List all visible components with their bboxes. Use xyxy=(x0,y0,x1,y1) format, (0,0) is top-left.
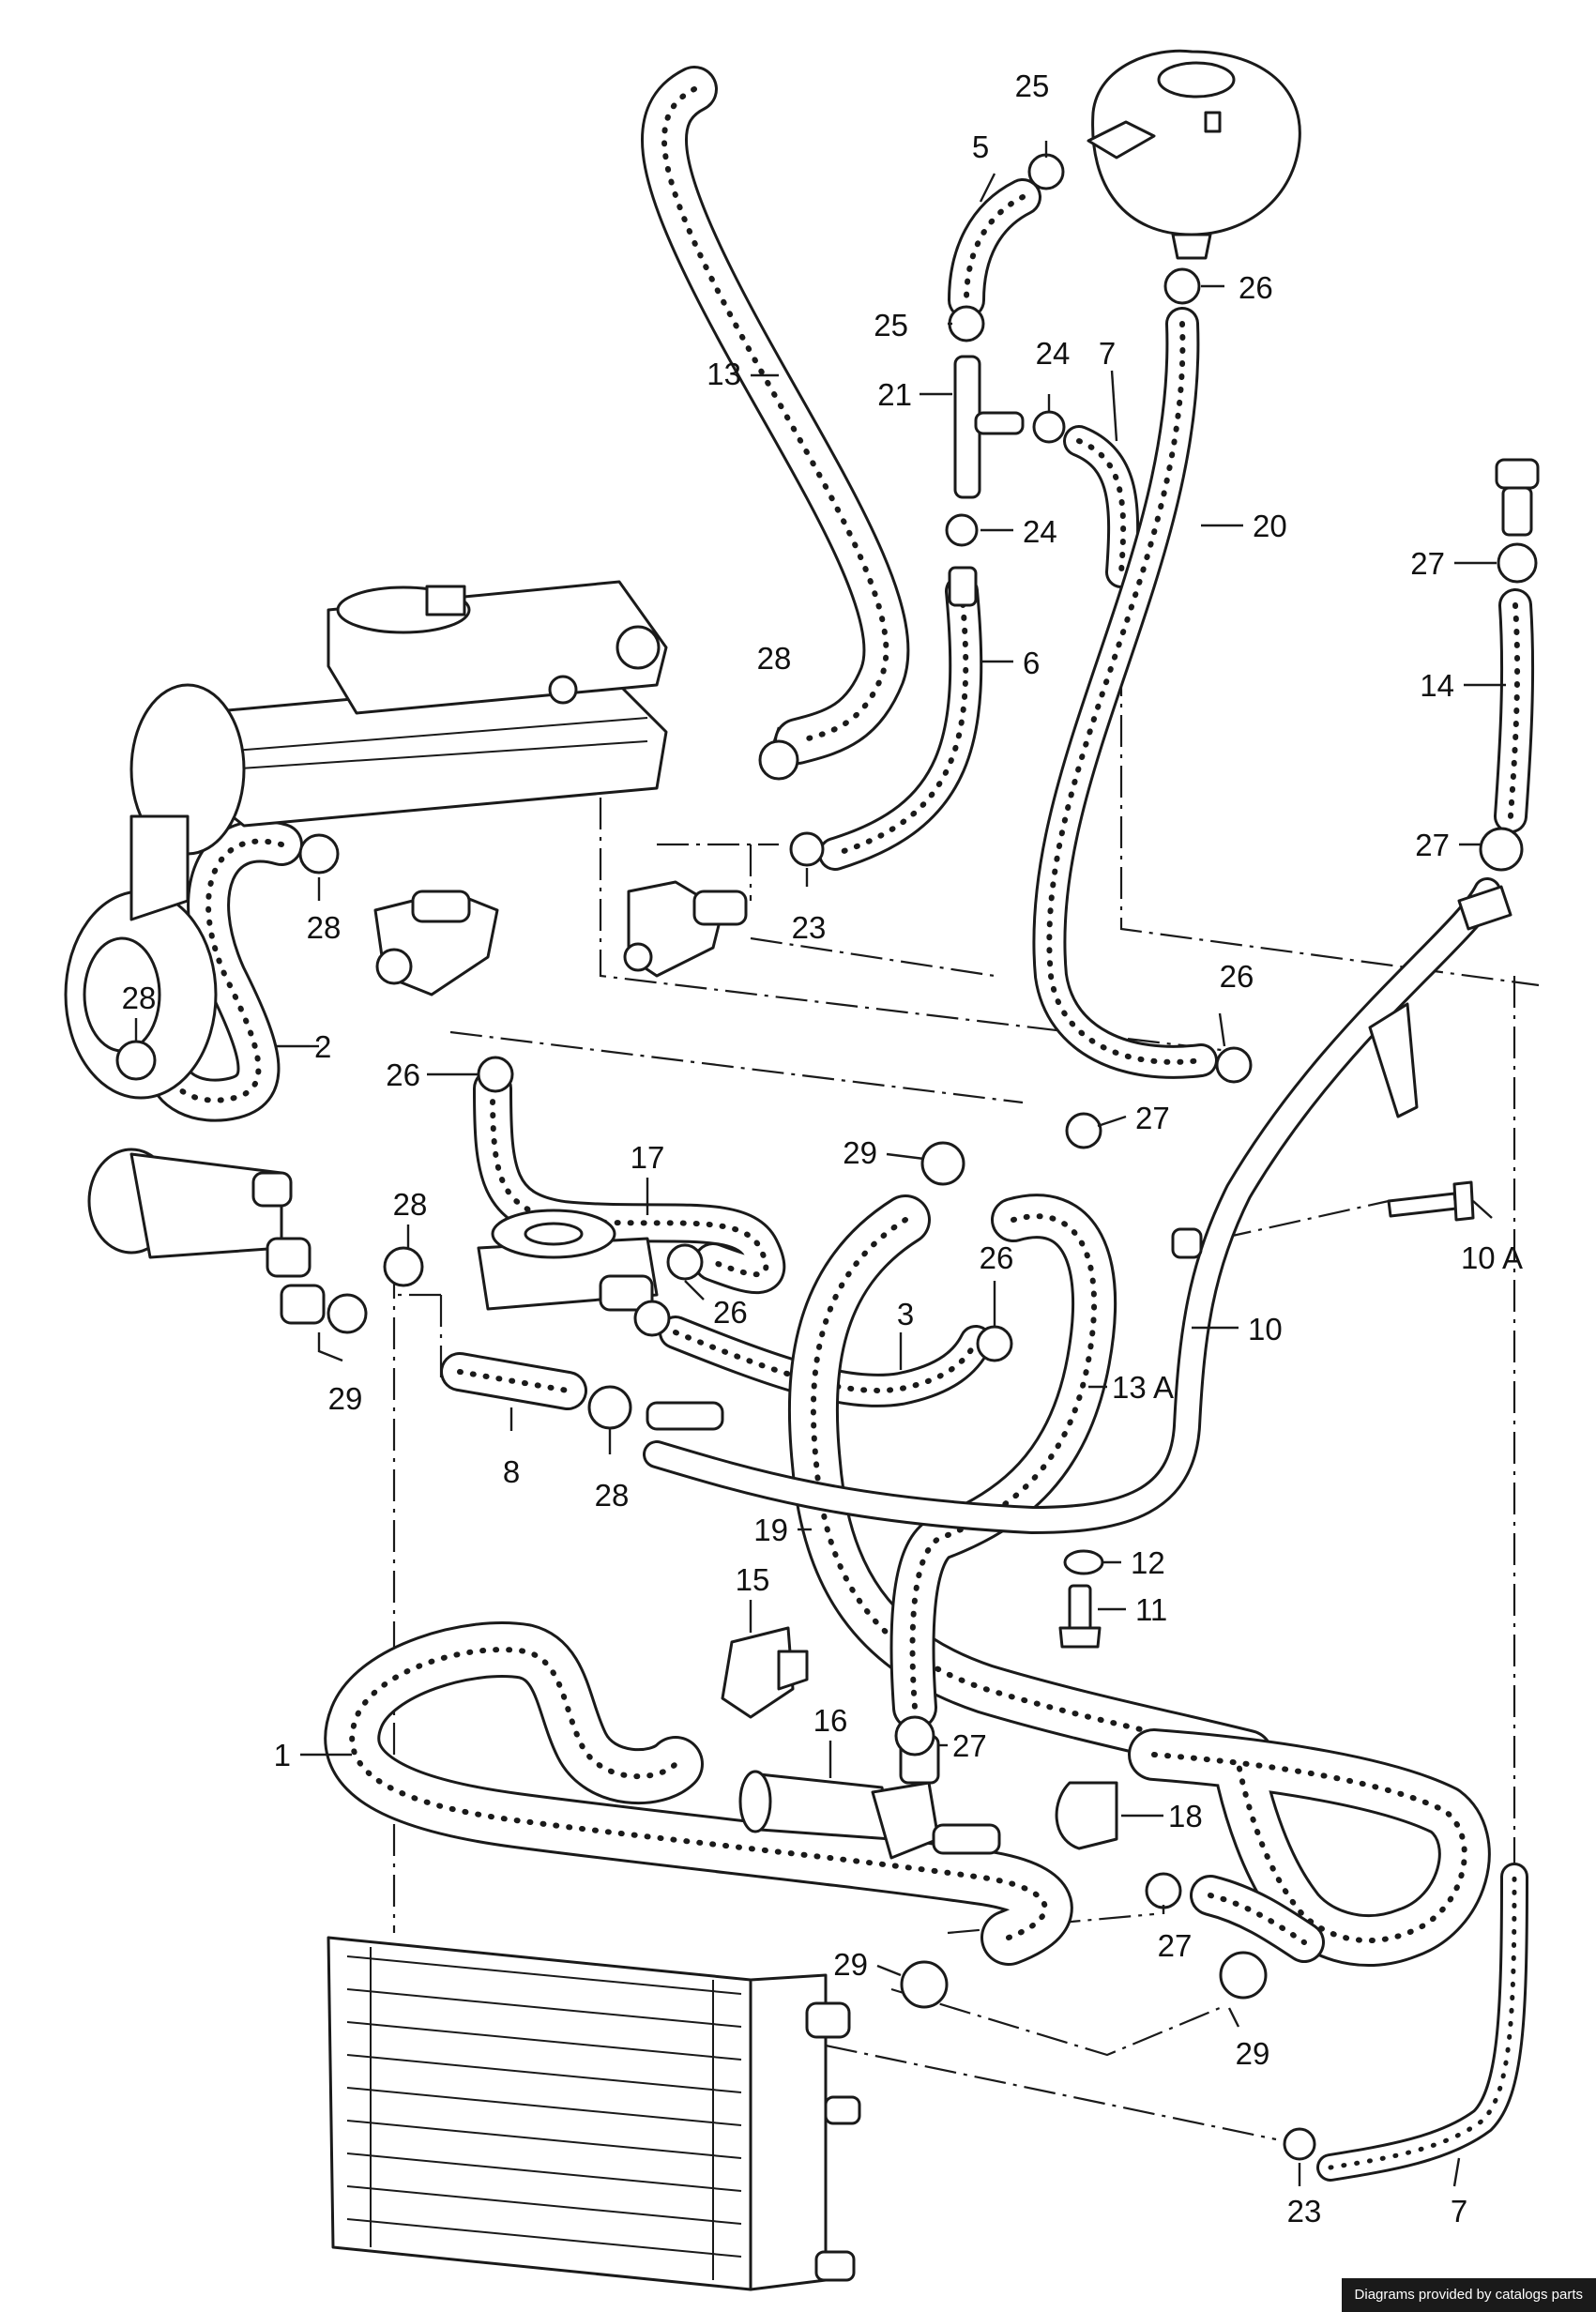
callout-18: 18 xyxy=(1168,1799,1203,1833)
clip-18 xyxy=(1055,1781,1118,1850)
callout-25-top: 25 xyxy=(1015,68,1050,103)
callout-27-top: 27 xyxy=(1410,546,1445,581)
hose-1 xyxy=(324,1621,1073,1966)
hose-lower-right xyxy=(1128,1728,1491,1967)
hose-17 xyxy=(473,1069,786,1295)
callout-26-hose20: 26 xyxy=(1220,959,1254,994)
radiator xyxy=(327,1936,861,2291)
hose-20 xyxy=(1032,307,1218,1079)
callout-28-left: 28 xyxy=(122,981,157,1015)
diagram-credit: Diagrams provided by catalogs parts xyxy=(1341,2278,1596,2312)
hose-2 xyxy=(147,819,303,1122)
bolt-10a xyxy=(1387,1180,1475,1222)
callout-13a: 13 A xyxy=(1112,1370,1174,1405)
callout-27-lower: 27 xyxy=(1158,1928,1193,1963)
hose-13 xyxy=(641,66,910,765)
hose-14 xyxy=(1494,588,1535,833)
callout-29-radiator: 29 xyxy=(833,1947,868,1982)
callout-24-mid: 24 xyxy=(1023,514,1057,549)
callout-10: 10 xyxy=(1248,1312,1283,1346)
callout-6: 6 xyxy=(1023,646,1040,680)
coolant-distributor xyxy=(373,890,499,996)
callout-2: 2 xyxy=(314,1029,331,1064)
belt-pulley xyxy=(64,683,246,1100)
connector-6 xyxy=(948,566,978,607)
components xyxy=(64,49,1540,2291)
water-pump xyxy=(87,1148,326,1325)
hose-8 xyxy=(440,1352,587,1410)
callout-25-mid: 25 xyxy=(874,308,908,342)
callout-23-top: 23 xyxy=(792,910,827,945)
callout-26-cooler-b: 26 xyxy=(713,1295,748,1330)
callout-11: 11 xyxy=(1135,1592,1167,1627)
callout-3: 3 xyxy=(897,1297,914,1331)
oil-cooler xyxy=(477,1209,659,1312)
callout-19: 19 xyxy=(753,1513,788,1547)
coolant-pipe-10 xyxy=(643,877,1512,1534)
callout-28-hose8: 28 xyxy=(595,1478,630,1513)
callout-21: 21 xyxy=(877,377,912,412)
callout-20: 20 xyxy=(1253,509,1287,543)
engine-cylinder-head xyxy=(195,580,668,828)
hose-19 xyxy=(787,1194,1273,1780)
bleed-valve-14 xyxy=(1495,458,1540,537)
callout-12: 12 xyxy=(1131,1545,1165,1580)
thermostat-housing xyxy=(623,880,748,978)
callout-28-engine: 28 xyxy=(307,910,342,945)
callout-5: 5 xyxy=(972,129,989,164)
hoses xyxy=(147,66,1535,2182)
hose-7-upper xyxy=(1063,425,1140,588)
hose-6 xyxy=(818,574,983,871)
bolt-11 xyxy=(1058,1584,1102,1649)
callout-28-hose13: 28 xyxy=(757,641,792,676)
callout-16: 16 xyxy=(813,1703,848,1738)
callout-15: 15 xyxy=(736,1562,770,1597)
callout-28-pump: 28 xyxy=(393,1187,428,1222)
t-piece-21 xyxy=(953,355,1025,499)
callout-24-top: 24 xyxy=(1036,336,1071,371)
callout-17: 17 xyxy=(631,1140,665,1175)
part-callouts: 25 5 26 25 13 24 7 21 20 24 27 6 14 28 2… xyxy=(122,68,1523,2228)
hose-clamps xyxy=(115,153,1538,2161)
callout-29-lower: 29 xyxy=(1236,2036,1270,2071)
callout-26-distributor: 26 xyxy=(386,1057,420,1092)
hose-13a xyxy=(889,1194,1117,1730)
callout-7-bottom: 7 xyxy=(1451,2194,1467,2228)
callout-27-pump16: 27 xyxy=(952,1728,987,1763)
callout-26-cooler-a: 26 xyxy=(980,1240,1014,1275)
hose-5 xyxy=(948,178,1041,319)
callout-7-top: 7 xyxy=(1099,336,1116,371)
washer-12 xyxy=(1063,1549,1104,1575)
hose-3 xyxy=(659,1316,993,1407)
leader-lines xyxy=(134,141,1506,2187)
callout-13: 13 xyxy=(707,357,741,391)
callout-23-bottom: 23 xyxy=(1287,2194,1322,2228)
callout-1: 1 xyxy=(274,1738,291,1772)
callout-10a: 10 A xyxy=(1461,1240,1523,1275)
callout-29-pump: 29 xyxy=(328,1381,363,1416)
callout-8: 8 xyxy=(503,1454,520,1489)
callout-29-mid: 29 xyxy=(843,1135,877,1170)
callout-14: 14 xyxy=(1420,668,1454,703)
callout-26-tank: 26 xyxy=(1239,270,1273,305)
callout-27-pipe: 27 xyxy=(1415,828,1450,862)
hose-7-lower xyxy=(1316,1863,1528,2182)
callout-27-mid: 27 xyxy=(1135,1101,1170,1135)
expansion-tank xyxy=(1087,49,1301,260)
bracket-15 xyxy=(721,1626,809,1719)
